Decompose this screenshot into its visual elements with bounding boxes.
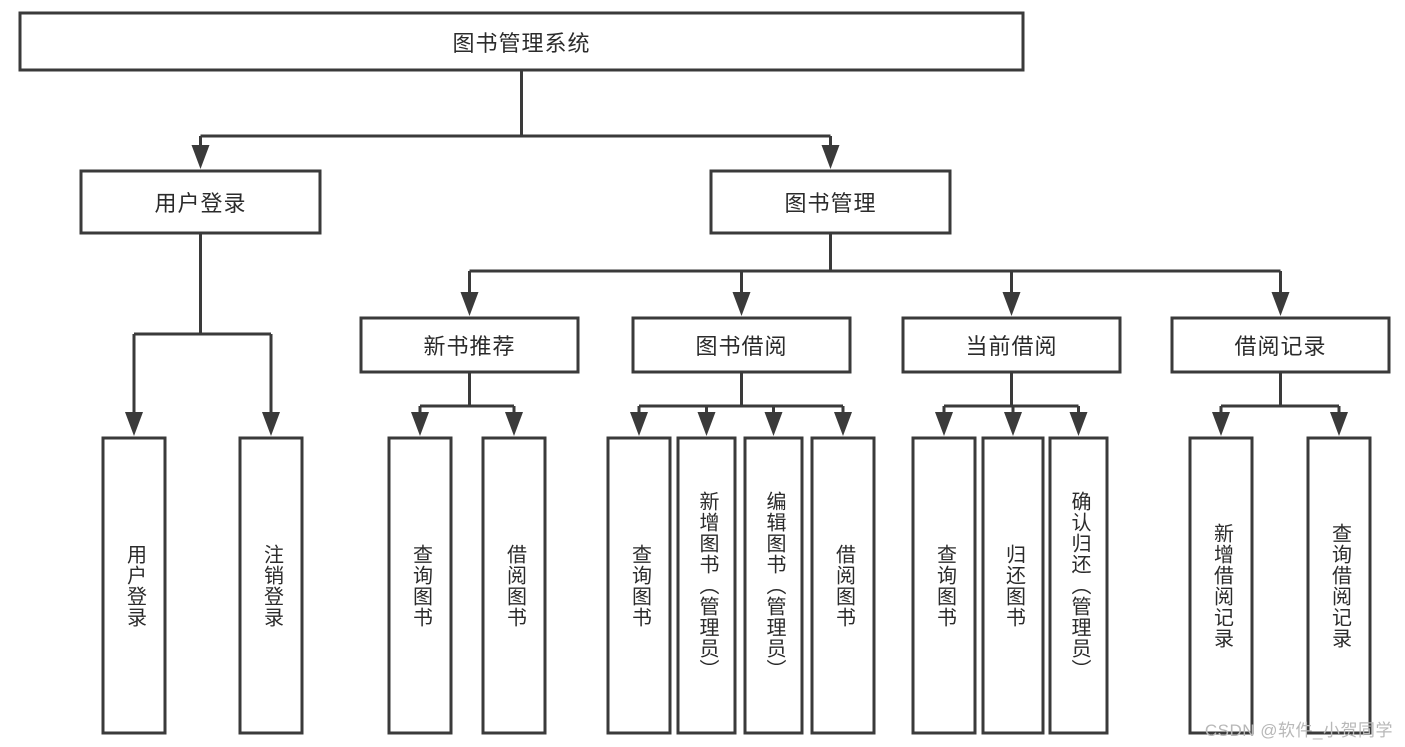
node-box-leaf-add[interactable] <box>676 436 737 735</box>
node-box-leaf-login[interactable] <box>101 436 167 735</box>
node-box-leaf-b1[interactable] <box>481 436 547 735</box>
edge-arrowhead-leaf-login <box>125 412 143 436</box>
node-box-records[interactable] <box>1170 316 1391 374</box>
edge-arrowhead-leaf-q1 <box>411 412 429 436</box>
edge-arrowhead-leaf-addrec <box>1212 412 1230 436</box>
nodes-layer <box>18 11 1391 735</box>
edge-arrowhead-leaf-edit <box>764 412 783 436</box>
node-box-root[interactable] <box>18 11 1025 72</box>
watermark-text: CSDN @软件_小贺同学 <box>1204 721 1393 740</box>
node-box-login[interactable] <box>79 169 322 235</box>
edge-arrowhead-bookmgmt <box>821 145 840 169</box>
edge-arrowhead-leaf-q3 <box>935 412 953 436</box>
edge-arrowhead-leaf-logout <box>262 412 280 436</box>
edge-arrowhead-newbook <box>460 292 479 316</box>
edge-arrowhead-leaf-conf <box>1069 412 1088 436</box>
node-box-newbook[interactable] <box>359 316 580 374</box>
node-box-bookmgmt[interactable] <box>709 169 952 235</box>
node-box-leaf-q2[interactable] <box>606 436 672 735</box>
node-box-current[interactable] <box>901 316 1122 374</box>
edge-arrowhead-current <box>1002 292 1021 316</box>
node-box-leaf-edit[interactable] <box>743 436 804 735</box>
edges-layer <box>125 70 1348 436</box>
node-box-leaf-logout[interactable] <box>238 436 304 735</box>
edge-arrowhead-leaf-b2 <box>834 412 852 436</box>
edge-arrowhead-leaf-q2 <box>630 412 648 436</box>
node-box-leaf-addrec[interactable] <box>1188 436 1254 735</box>
edge-arrowhead-leaf-b1 <box>505 412 523 436</box>
node-box-leaf-q3[interactable] <box>911 436 977 735</box>
edge-arrowhead-login <box>191 145 210 169</box>
edge-arrowhead-leaf-qrec <box>1330 412 1348 436</box>
edge-arrowhead-leaf-ret <box>1004 412 1022 436</box>
node-box-borrow[interactable] <box>631 316 852 374</box>
node-box-leaf-ret[interactable] <box>981 436 1045 735</box>
node-box-leaf-qrec[interactable] <box>1306 436 1372 735</box>
edge-arrowhead-borrow <box>732 292 751 316</box>
node-box-leaf-q1[interactable] <box>387 436 453 735</box>
node-box-leaf-conf[interactable] <box>1048 436 1109 735</box>
edge-arrowhead-leaf-add <box>697 412 716 436</box>
node-box-leaf-b2[interactable] <box>810 436 876 735</box>
edge-arrowhead-records <box>1271 292 1290 316</box>
